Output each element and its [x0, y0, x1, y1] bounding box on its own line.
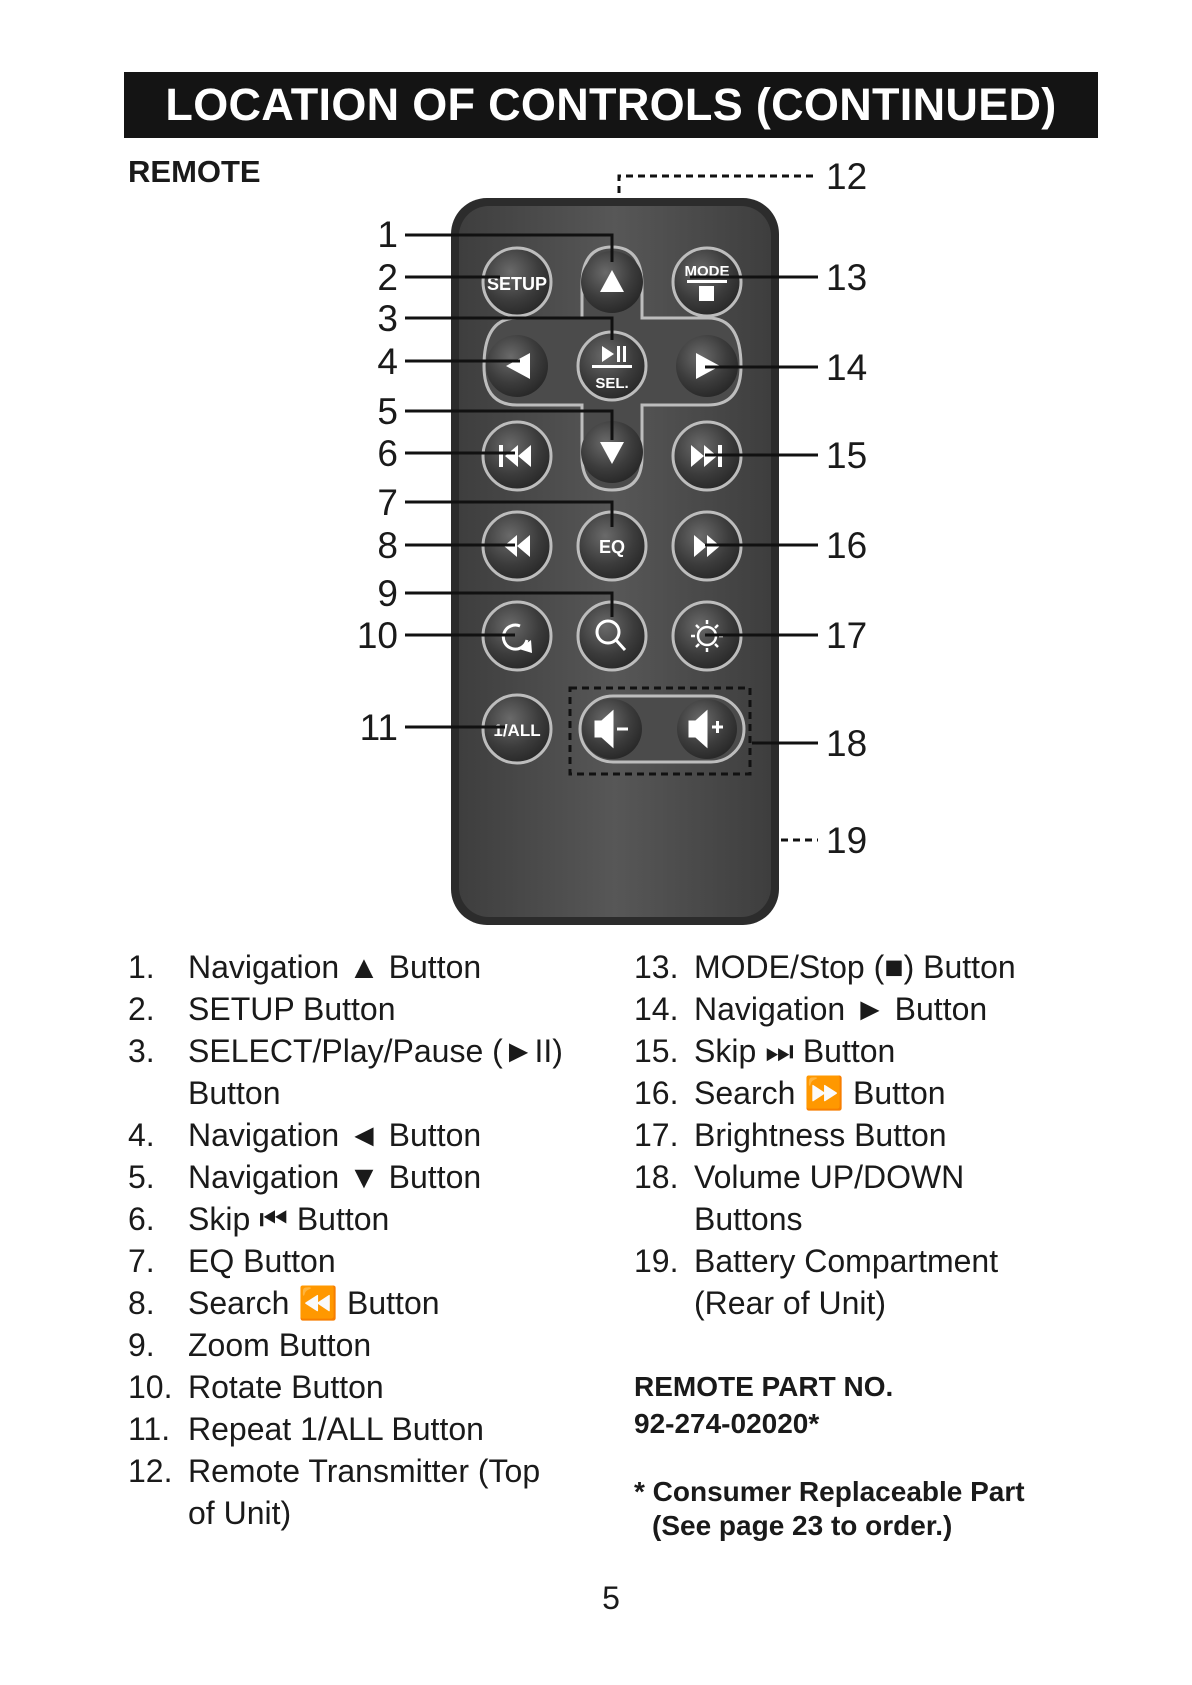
callout-4: 4: [377, 341, 398, 382]
list-item: 14.Navigation ► Button: [634, 991, 988, 1027]
volume-down-icon: [594, 709, 628, 749]
callout-15: 15: [826, 435, 867, 476]
callout-3: 3: [377, 298, 398, 339]
callout-11: 11: [360, 707, 398, 748]
callout-10: 10: [357, 615, 398, 656]
repeat-button[interactable]: 1/ALL: [481, 693, 553, 765]
mode-stop-button[interactable]: MODE: [671, 246, 743, 318]
rewind-button[interactable]: [481, 510, 553, 582]
callout-1: 1: [377, 214, 398, 255]
svg-text:SEL.: SEL.: [595, 375, 628, 392]
callout-7: 7: [377, 482, 398, 523]
list-item: 4.Navigation ◄ Button: [128, 1117, 482, 1153]
callout-2: 2: [377, 257, 398, 298]
page-number: 5: [602, 1580, 620, 1616]
list-item: 15.Skip ⏭ Button: [634, 1033, 896, 1069]
callout-17: 17: [826, 615, 867, 656]
nav-left-button[interactable]: [486, 335, 548, 397]
volume-up-icon: [688, 709, 723, 749]
rewind-icon: [504, 535, 530, 557]
nav-up-button[interactable]: [581, 251, 643, 313]
note-line-1: * Consumer Replaceable Part: [634, 1476, 1025, 1507]
callout-18: 18: [826, 723, 867, 764]
remote-diagram: SETUP MODE SEL. EQ: [357, 156, 867, 925]
list-item: 11.Repeat 1/ALL Button: [128, 1411, 484, 1447]
part-label: REMOTE PART NO.: [634, 1371, 894, 1402]
callout-8: 8: [377, 525, 398, 566]
svg-text:EQ: EQ: [599, 537, 625, 557]
callout-lines: [405, 233, 818, 745]
part-number-block: REMOTE PART NO. 92-274-02020*: [634, 1368, 893, 1442]
volume-down-button[interactable]: [582, 699, 642, 759]
part-number: 92-274-02020*: [634, 1408, 820, 1439]
legend-right: 13.MODE/Stop (■) Button 14.Navigation ► …: [634, 946, 1154, 1324]
svg-text:SETUP: SETUP: [487, 274, 547, 294]
magnifier-icon: [595, 619, 621, 645]
transmitter-dash: [617, 174, 818, 193]
callout-16: 16: [826, 525, 867, 566]
left-arrow-icon: [506, 353, 530, 379]
page-title: LOCATION OF CONTROLS (CONTINUED): [124, 72, 1098, 138]
svg-text:1/ALL: 1/ALL: [493, 721, 540, 740]
list-item: 7.EQ Button: [128, 1243, 336, 1279]
volume-callout-box: [568, 686, 752, 776]
select-play-pause-button[interactable]: SEL.: [576, 330, 648, 402]
callout-12: 12: [826, 156, 867, 197]
list-item: 9.Zoom Button: [128, 1327, 372, 1363]
legend-left: 1.Navigation ▲ Button 2.SETUP Button 3.S…: [128, 946, 628, 1534]
sun-icon: [691, 620, 723, 652]
callout-5: 5: [377, 391, 398, 432]
list-item: 6.Skip ⏮ Button: [128, 1201, 390, 1237]
skip-back-button[interactable]: [481, 420, 553, 492]
callout-13: 13: [826, 257, 867, 298]
section-label: REMOTE: [128, 154, 261, 189]
list-item: 3.SELECT/Play/Pause (►II)Button: [128, 1033, 563, 1111]
volume-up-button[interactable]: [677, 699, 737, 759]
list-item: 8.Search ⏪ Button: [128, 1285, 440, 1321]
callout-9: 9: [377, 573, 398, 614]
list-item: 5.Navigation ▼ Button: [128, 1159, 482, 1195]
up-arrow-icon: [600, 270, 624, 292]
callout-6: 6: [377, 433, 398, 474]
list-item: 16.Search ⏩ Button: [634, 1075, 946, 1111]
list-item: 19.Battery Compartment(Rear of Unit): [634, 1243, 999, 1321]
replaceable-note: * Consumer Replaceable Part (See page 23…: [634, 1475, 1025, 1543]
stop-icon: [699, 286, 714, 301]
nav-down-button[interactable]: [581, 421, 643, 483]
play-pause-icon: [602, 346, 626, 362]
list-item: 2.SETUP Button: [128, 991, 396, 1027]
note-line-2: (See page 23 to order.): [652, 1510, 953, 1541]
down-arrow-icon: [600, 442, 624, 464]
callout-14: 14: [826, 347, 867, 388]
skip-back-icon: [499, 445, 531, 467]
list-item: 13.MODE/Stop (■) Button: [634, 949, 1016, 985]
callout-19: 19: [826, 820, 867, 861]
list-item: 17.Brightness Button: [634, 1117, 947, 1153]
eq-button[interactable]: EQ: [576, 510, 648, 582]
list-item: 10.Rotate Button: [128, 1369, 384, 1405]
list-item: 1.Navigation ▲ Button: [128, 949, 482, 985]
setup-button[interactable]: SETUP: [481, 246, 553, 318]
